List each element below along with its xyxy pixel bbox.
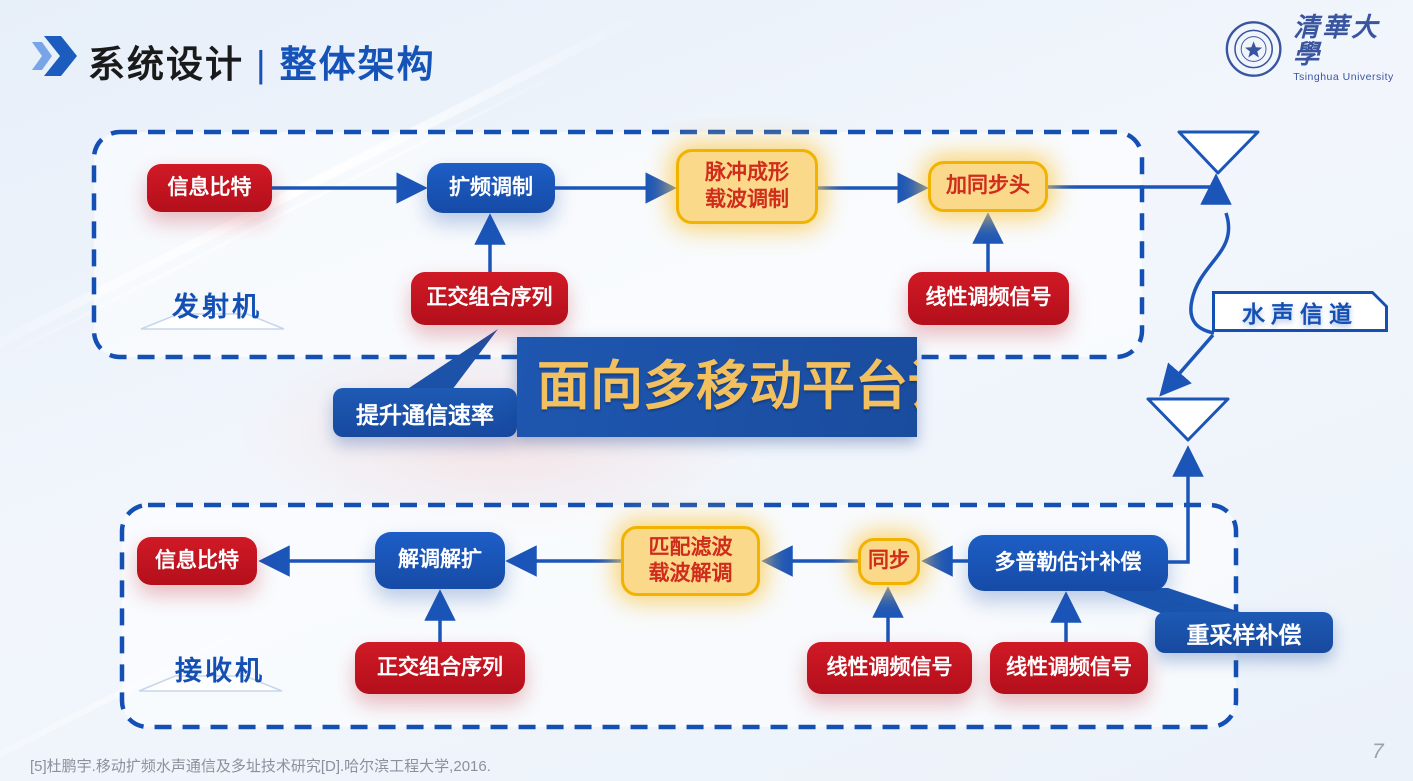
rx-info-bits-label: 信息比特 xyxy=(155,548,239,572)
rx-matched-filter-line1: 匹配滤波 xyxy=(648,535,733,559)
receiver-section-label: 接收机 xyxy=(175,656,265,686)
tx-lfm-signal-node: 线性调频信号 xyxy=(908,272,1069,325)
rx-orthogonal-sequence-label: 正交组合序列 xyxy=(377,655,503,679)
resample-callout-tail xyxy=(1096,588,1252,616)
page-title: 系统设计 | 整体架构 xyxy=(88,34,436,88)
tx-pulse-shaping-node: 脉冲成形 载波调制 xyxy=(676,149,818,224)
resample-callout-label: 重采样补偿 xyxy=(1186,621,1302,648)
arrow-syncheader-to-antenna xyxy=(1048,173,1232,205)
rx-matched-filter-line2: 载波解调 xyxy=(648,562,733,585)
headline-banner-text: 面向多移动平台设 xyxy=(517,337,917,437)
rx-demod-despread-node: 解调解扩 xyxy=(375,532,505,589)
resample-callout: 重采样补偿 xyxy=(1155,612,1333,653)
tx-info-bits-node: 信息比特 xyxy=(147,164,272,212)
rx-lfm-signal-right-label: 线性调频信号 xyxy=(1006,655,1132,679)
title-chevron-icon xyxy=(32,36,77,76)
rx-doppler-node: 多普勒估计补偿 xyxy=(968,535,1168,591)
transmitter-section-label: 发射机 xyxy=(172,292,262,322)
page-number: 7 xyxy=(1372,740,1384,763)
arrow-doppler-to-antenna xyxy=(1168,445,1204,564)
rx-lfm-signal-right-node: 线性调频信号 xyxy=(990,642,1148,694)
arrow-channel-to-rx-antenna xyxy=(1159,333,1215,397)
channel-tag: 水声信道 xyxy=(1212,291,1388,332)
tsinghua-logo-en: Tsinghua University xyxy=(1293,71,1394,84)
channel-curve xyxy=(1189,212,1231,335)
rx-info-bits-node: 信息比特 xyxy=(137,537,257,585)
citation: [5]杜鹏宇.移动扩频水声通信及多址技术研究[D].哈尔滨工程大学,2016. xyxy=(30,758,491,775)
tx-orthogonal-sequence-label: 正交组合序列 xyxy=(426,286,553,310)
rx-lfm-signal-left-node: 线性调频信号 xyxy=(807,642,972,694)
tsinghua-logo: 清華大學 Tsinghua University xyxy=(1224,14,1404,84)
tx-add-sync-header-node: 加同步头 xyxy=(928,161,1048,212)
tx-pulse-shaping-line2: 载波调制 xyxy=(705,187,789,211)
rx-lfm-signal-left-label: 线性调频信号 xyxy=(826,655,953,679)
tx-antenna-icon xyxy=(1177,130,1260,175)
tx-info-bits-label: 信息比特 xyxy=(167,175,252,199)
tx-add-sync-header-label: 加同步头 xyxy=(946,174,1030,198)
page-title-secondary: 整体架构 xyxy=(279,44,436,85)
rx-sync-node: 同步 xyxy=(858,538,920,585)
headline-banner-visible-text: 面向多移动平台 xyxy=(537,357,908,416)
headline-banner: 面向多移动平台设 xyxy=(517,337,917,437)
page-title-primary: 系统设计 xyxy=(88,44,244,85)
rx-doppler-label: 多普勒估计补偿 xyxy=(994,550,1142,574)
rx-antenna-icon xyxy=(1146,397,1230,442)
rx-demod-despread-label: 解调解扩 xyxy=(398,548,482,572)
tsinghua-logo-cn: 清華大學 xyxy=(1293,12,1381,70)
tx-pulse-shaping-line1: 脉冲成形 xyxy=(705,161,789,185)
tx-lfm-signal-label: 线性调频信号 xyxy=(925,286,1052,310)
receiver-pedestal xyxy=(138,675,283,692)
rx-orthogonal-sequence-node: 正交组合序列 xyxy=(355,642,525,694)
rate-callout-label: 提升通信速率 xyxy=(356,401,494,428)
tsinghua-logo-text: 清華大學 Tsinghua University xyxy=(1293,12,1404,84)
tsinghua-seal-icon xyxy=(1225,21,1282,77)
title-separator: | xyxy=(256,44,268,85)
tx-spread-modulation-node: 扩频调制 xyxy=(427,163,555,213)
rx-matched-filter-node: 匹配滤波 载波解调 xyxy=(621,526,760,596)
rx-sync-label: 同步 xyxy=(868,549,910,573)
tx-spread-modulation-label: 扩频调制 xyxy=(449,175,533,199)
headline-banner-clipped-char: 设 xyxy=(908,337,917,437)
rate-callout: 提升通信速率 xyxy=(333,388,517,437)
tx-orthogonal-sequence-node: 正交组合序列 xyxy=(411,272,568,325)
channel-tag-label: 水声信道 xyxy=(1215,294,1385,329)
